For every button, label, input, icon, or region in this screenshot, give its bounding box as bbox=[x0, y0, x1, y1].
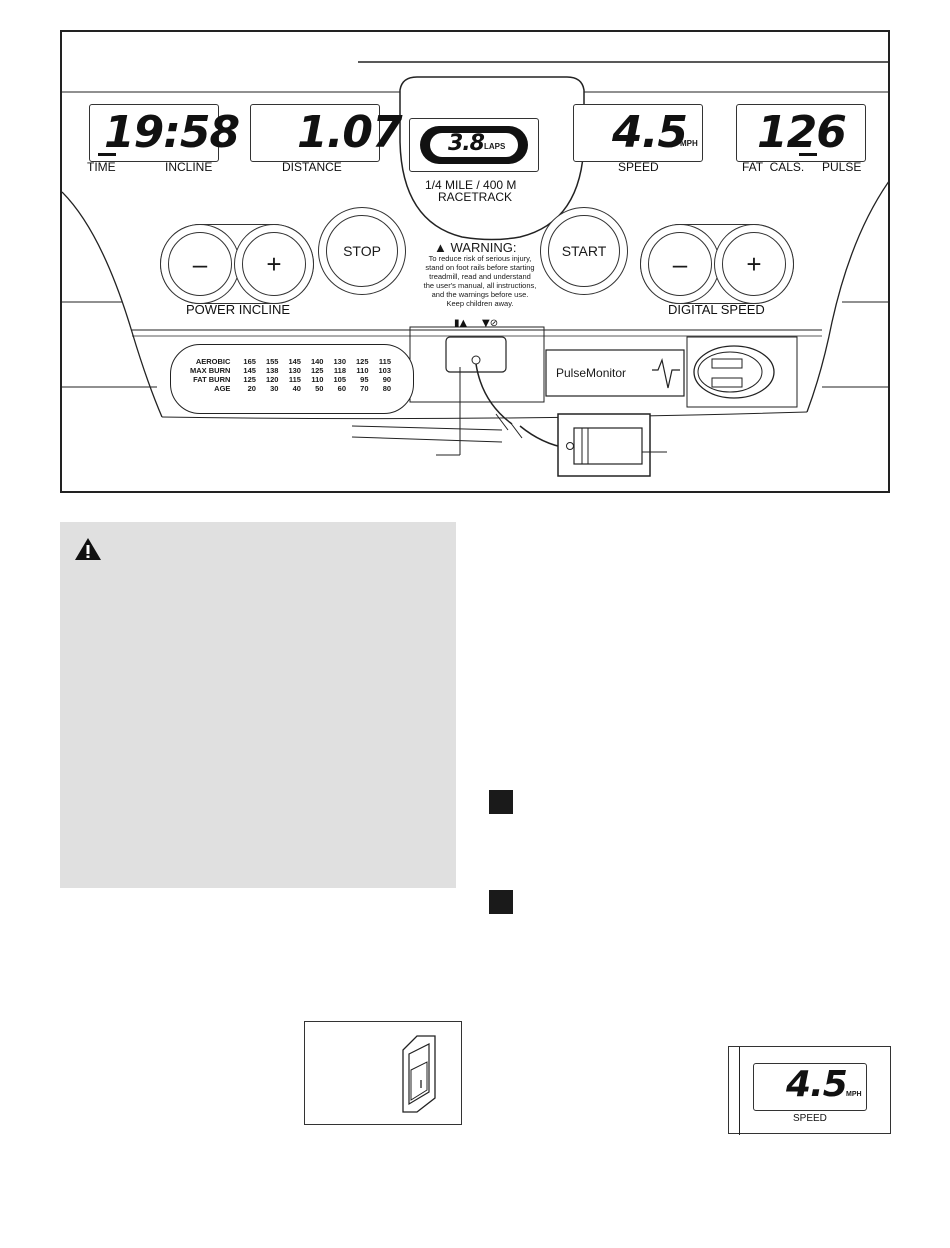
indicator-bar bbox=[799, 153, 817, 156]
incline-label: INCLINE bbox=[165, 160, 213, 174]
distance-display: 1.07 bbox=[250, 104, 403, 162]
speed-unit: MPH bbox=[680, 139, 698, 148]
plus-icon: + bbox=[746, 248, 762, 279]
racetrack-caption-1: 1/4 MILE / 400 M bbox=[425, 178, 517, 192]
step-bullet bbox=[489, 790, 513, 814]
small-speed-value: 4.5 bbox=[786, 1064, 848, 1105]
speed-minus-button[interactable]: – bbox=[640, 224, 720, 304]
small-speed-unit: MPH bbox=[846, 1091, 862, 1098]
warning-title: ▲ WARNING: bbox=[434, 240, 516, 255]
plus-icon: + bbox=[266, 248, 282, 279]
time-display: 19:58 bbox=[89, 104, 240, 162]
warning-line: the user's manual, all instructions, bbox=[423, 281, 537, 290]
warning-triangle-icon: ▲ bbox=[434, 240, 447, 255]
racetrack-display: 3.8 LAPS bbox=[409, 118, 539, 172]
fat-cals-label: FAT CALS. bbox=[742, 160, 805, 174]
time-label: TIME bbox=[87, 160, 116, 174]
speed-display-figure: 4.5 MPH SPEED bbox=[728, 1046, 891, 1135]
pulse-label: PULSE bbox=[822, 160, 862, 174]
distance-value: 1.07 bbox=[297, 107, 403, 158]
racetrack-icon bbox=[420, 126, 528, 164]
small-speed-label: SPEED bbox=[793, 1113, 827, 1124]
warning-title-text: WARNING: bbox=[450, 240, 517, 255]
warning-line: stand on foot rails before starting bbox=[425, 263, 535, 272]
fat-cals-display: 126 bbox=[736, 104, 866, 162]
speed-display: 4.5 MPH bbox=[573, 104, 703, 162]
warning-box bbox=[60, 522, 456, 888]
time-value: 19:58 bbox=[104, 107, 240, 158]
speed-label: SPEED bbox=[618, 160, 659, 174]
figure-edge-line bbox=[739, 1047, 740, 1135]
small-speed-display: 4.5 MPH bbox=[753, 1063, 867, 1111]
svg-text:▼⊘: ▼⊘ bbox=[482, 318, 498, 329]
power-incline-label: POWER INCLINE bbox=[186, 302, 291, 317]
laps-value: 3.8 bbox=[448, 131, 485, 156]
racetrack-caption-2: RACETRACK bbox=[438, 190, 513, 204]
laps-unit: LAPS bbox=[484, 142, 506, 151]
start-label: START bbox=[561, 243, 607, 259]
console-diagram: ▮▲ ▼⊘ 19:58 TIME INCLINE 1.07 DISTANCE 3… bbox=[60, 30, 890, 493]
incline-minus-button[interactable]: – bbox=[160, 224, 240, 304]
warning-text: To reduce risk of serious injury, stand … bbox=[412, 254, 548, 308]
distance-label: DISTANCE bbox=[282, 160, 342, 174]
digital-speed-label: DIGITAL SPEED bbox=[668, 302, 765, 317]
warning-line: and the warnings before use. bbox=[431, 290, 529, 299]
power-switch-icon bbox=[402, 1035, 436, 1113]
stop-button[interactable]: STOP bbox=[318, 207, 406, 295]
incline-plus-button[interactable]: + bbox=[234, 224, 314, 304]
fat-cals-value: 126 bbox=[757, 107, 847, 158]
pulse-monitor-label: PulseMonitor bbox=[556, 366, 627, 380]
warning-line: Keep children away. bbox=[446, 299, 514, 308]
power-switch-figure bbox=[304, 1021, 462, 1125]
svg-text:▮▲: ▮▲ bbox=[454, 318, 468, 329]
minus-icon: – bbox=[672, 248, 688, 279]
warning-line: treadmill, read and understand bbox=[429, 272, 531, 281]
warning-triangle-icon bbox=[75, 538, 101, 560]
indicator-bar bbox=[98, 153, 116, 156]
stop-label: STOP bbox=[343, 243, 381, 259]
speed-value: 4.5 bbox=[612, 107, 688, 158]
speed-plus-button[interactable]: + bbox=[714, 224, 794, 304]
minus-icon: – bbox=[192, 248, 208, 279]
warning-line: To reduce risk of serious injury, bbox=[428, 254, 532, 263]
start-button[interactable]: START bbox=[540, 207, 628, 295]
step-bullet bbox=[489, 890, 513, 914]
